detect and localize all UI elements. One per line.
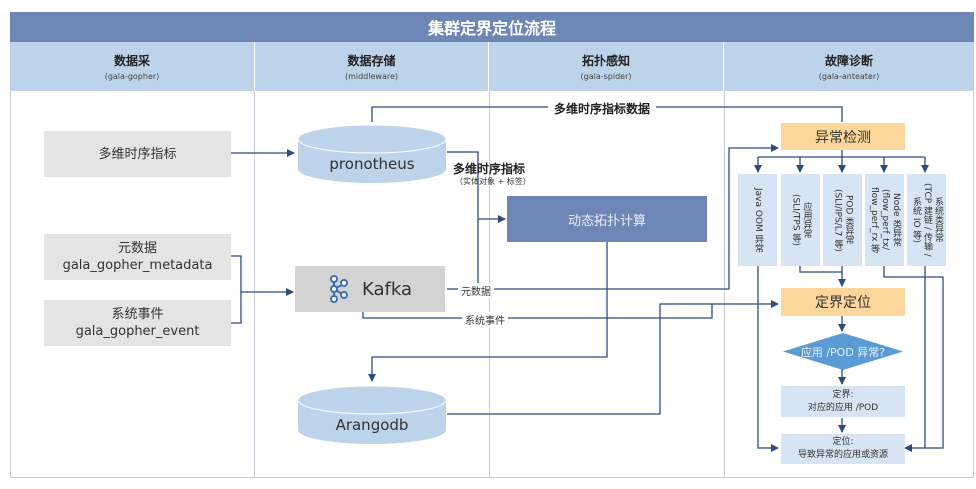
diamond-shape	[783, 333, 903, 370]
lane-subtitle: (gala-gopher)	[104, 72, 160, 81]
boundary-box: 定界: 对应的应用 /POD	[781, 386, 905, 417]
lane-title: 拓扑感知	[581, 54, 630, 68]
source-metrics: 多维时序指标	[44, 131, 231, 177]
lane-title: 数据采	[113, 54, 150, 68]
lane-header-collect: 数据采 (gala-gopher)	[10, 42, 255, 91]
arangodb-db: Arangodb	[297, 385, 447, 445]
lane-subtitle: (gala-spider)	[580, 72, 632, 81]
lane-title: 故障诊断	[824, 54, 873, 68]
label-event: 系统事件	[462, 312, 508, 327]
prometheus-label: pronotheus	[329, 155, 415, 173]
locate-label: 定界定位	[815, 295, 871, 311]
lane-subtitle: (gala-anteater)	[818, 72, 880, 81]
lane-divider	[724, 91, 725, 478]
edge-topo-arangodb	[368, 242, 608, 382]
decision-diamond: 应用 /POD 异常?	[783, 333, 903, 370]
database-icon	[297, 385, 447, 444]
edge-node-position	[883, 266, 944, 452]
label-metadata: 元数据	[458, 283, 494, 298]
anomaly-detect-label: 异常检测	[815, 129, 871, 146]
category-system: 系统类异常 (TCP 建链 / 传输 / 系统 IO 等)	[907, 174, 946, 266]
edge-metadata-kafka	[231, 255, 242, 324]
locate-box: 定界定位	[781, 288, 905, 316]
label-metrics-sub: （实体对象 + 标签）	[455, 177, 531, 186]
lane-header-storage: 数据存储 (middleware)	[255, 42, 489, 91]
edge-detect-bus	[758, 150, 925, 158]
lane-subtitle: (middleware)	[344, 72, 399, 81]
category-label: 系统类异常 (TCP 建链 / 传输 / 系统 IO 等)	[911, 183, 943, 257]
category-node: Node 类异常 (flow_perf_tx/ flow_perf_rx 等	[865, 174, 904, 266]
diagram-title: 集群定界定位流程	[10, 12, 974, 42]
category-label: POD 类异常 (SLI/IPS/L7 等)	[832, 188, 854, 252]
category-app: 应用异常 (SLI/TPS 等)	[781, 174, 820, 266]
lane-header-diagnosis: 故障诊断 (gala-anteater)	[724, 42, 974, 91]
kafka-box: Kafka	[295, 266, 445, 312]
source-event-title: 系统事件	[111, 307, 164, 322]
edge-arangodb-locate	[447, 303, 712, 415]
source-metrics-label: 多维时序指标	[98, 146, 177, 162]
decision-label: 应用 /POD 异常?	[800, 346, 886, 359]
anomaly-detect-box: 异常检测	[781, 123, 905, 150]
database-icon	[297, 124, 447, 183]
label-metrics: 多维时序指标	[453, 162, 526, 176]
edge-kafka-event	[362, 300, 779, 319]
label-metrics-data: 多维时序指标数据	[548, 100, 657, 117]
source-event-name: gala_gopher_event	[75, 324, 200, 339]
boundary-desc: 对应的应用 /POD	[807, 402, 879, 413]
topology-compute-box: 动态拓扑计算	[507, 196, 707, 242]
topology-compute-label: 动态拓扑计算	[567, 213, 646, 229]
position-title: 定位:	[832, 437, 854, 447]
edge-kafka-metadata	[447, 144, 779, 290]
source-event: 系统事件 gala_gopher_event	[44, 300, 231, 346]
source-metadata-title: 元数据	[117, 241, 157, 256]
category-label: Node 类异常 (flow_perf_tx/ flow_perf_rx 等	[869, 186, 901, 254]
boundary-title: 定界:	[832, 389, 854, 400]
category-pod: POD 类异常 (SLI/IPS/L7 等)	[823, 174, 862, 266]
source-metadata-name: gala_gopher_metadata	[62, 258, 213, 273]
lane-header-topology: 拓扑感知 (gala-spider)	[489, 42, 724, 91]
source-metadata: 元数据 gala_gopher_metadata	[44, 234, 231, 280]
position-box: 定位: 导致异常的应用或资源	[781, 434, 905, 464]
edge-prometheus-topo	[447, 151, 479, 288]
lane-divider	[254, 91, 255, 478]
kafka-icon	[330, 275, 348, 303]
prometheus-db: pronotheus	[297, 124, 447, 184]
arangodb-label: Arangodb	[335, 416, 409, 434]
edge-java-position	[757, 266, 779, 452]
lane-title: 数据存储	[347, 54, 396, 68]
position-desc: 导致异常的应用或资源	[797, 450, 888, 460]
category-label: 应用异常 (SLI/TPS 等)	[790, 194, 812, 246]
kafka-label: Kafka	[362, 278, 412, 300]
category-java-oom: Java OOM 异常	[738, 174, 777, 266]
category-label: Java OOM 异常	[753, 187, 763, 253]
